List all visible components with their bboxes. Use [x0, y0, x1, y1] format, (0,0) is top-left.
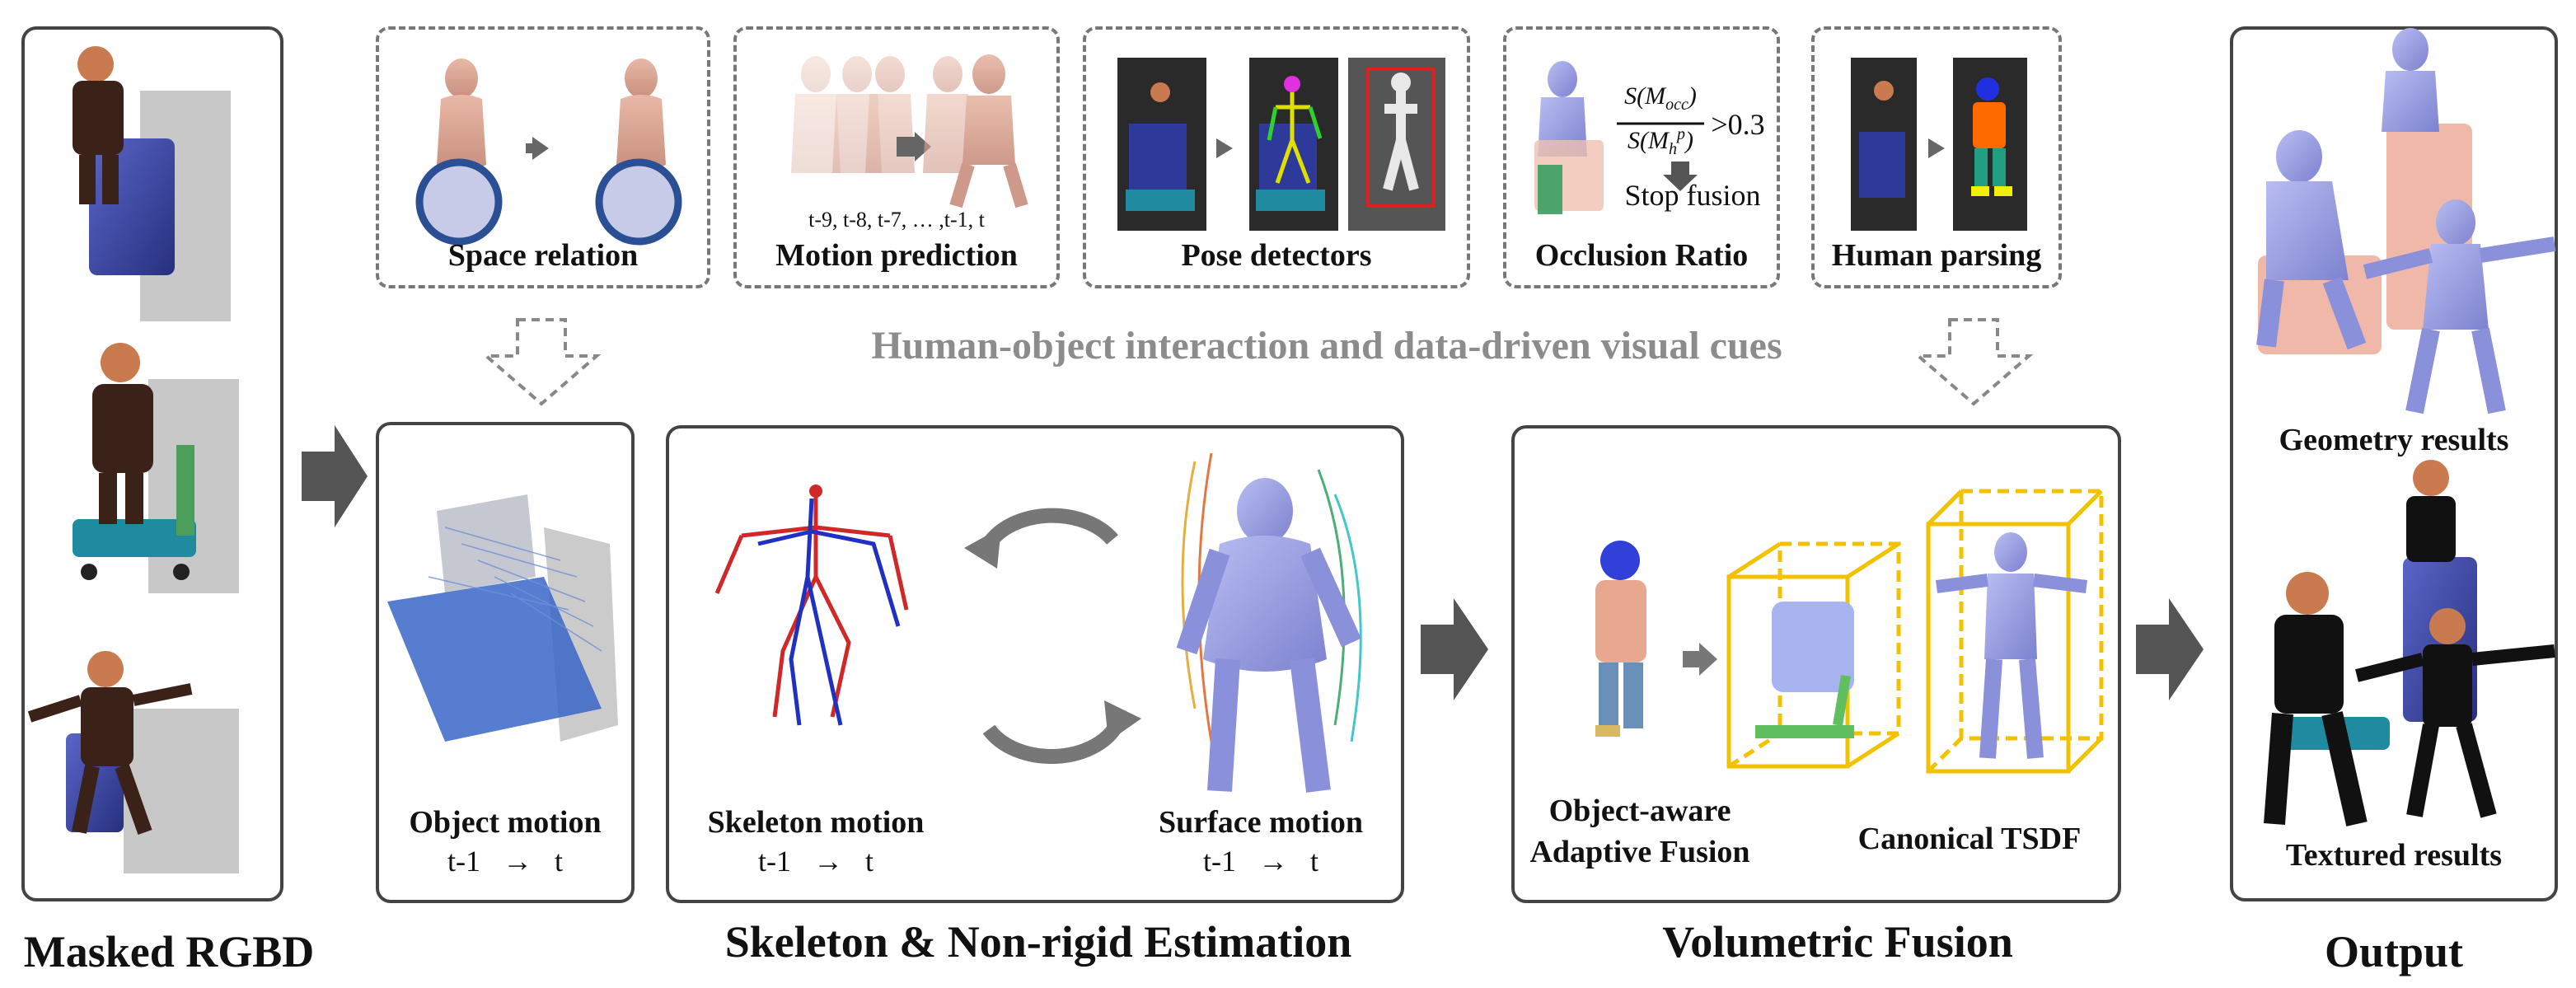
surface-motion-illustration: [1176, 452, 1362, 793]
label-geometry-results: Geometry results: [2279, 423, 2509, 457]
label-space-relation: Space relation: [447, 238, 639, 273]
space-relation-illustration: [415, 59, 682, 246]
human-parsing-illustration: [1851, 58, 2027, 231]
section-masked-rgbd: Masked RGBD: [23, 927, 315, 976]
label-object-motion: Object motion: [409, 805, 602, 840]
label-canonical-tsdf: Canonical TSDF: [1857, 822, 2082, 856]
cues-title: Human-object interaction and data-driven…: [871, 324, 1782, 368]
pose-detectors-illustration: [1117, 58, 1445, 231]
label-motion-frames: t-9, t-8, t-7, … ,t-1, t: [808, 208, 985, 232]
skeleton-motion-illustration: [714, 485, 909, 726]
tsdf-object-mesh: [1755, 602, 1854, 738]
label-motion-prediction: Motion prediction: [775, 238, 1018, 273]
label-pose-detectors: Pose detectors: [1181, 238, 1372, 273]
label-object-aware-2: Adaptive Fusion: [1529, 835, 1750, 869]
occlusion-numerator: S(Mocc): [1624, 82, 1697, 114]
occlusion-denominator: S(Mhp): [1628, 125, 1693, 158]
rgbd-capture-1: [73, 46, 231, 321]
flow-arrow-1: [302, 425, 368, 527]
adaptive-fusion-illustration: [1595, 541, 1717, 737]
cue-arrow-right: [1913, 318, 2034, 406]
occlusion-ratio-panel: [1503, 26, 1780, 288]
skeleton-motion-timestep: t-1 → t: [757, 845, 873, 878]
section-fusion: Volumetric Fusion: [1662, 917, 2013, 967]
label-surface-motion: Surface motion: [1158, 805, 1364, 840]
flow-arrow-2: [1421, 598, 1488, 700]
canonical-mesh: [1935, 532, 2087, 759]
occlusion-threshold: >0.3: [1711, 108, 1765, 141]
section-estimation: Skeleton & Non-rigid Estimation: [724, 917, 1352, 967]
rgbd-capture-3: [27, 651, 239, 873]
geometry-results-illustration: [2256, 28, 2556, 414]
section-output: Output: [2324, 927, 2464, 976]
flow-arrow-3: [2136, 598, 2204, 700]
iteration-arrows: [982, 508, 1123, 764]
occlusion-ratio-illustration: [1534, 61, 1704, 214]
object-motion-timestep: t-1 → t: [447, 845, 563, 878]
label-textured-results: Textured results: [2285, 838, 2503, 873]
object-motion-pointcloud: [387, 494, 618, 742]
cue-arrow-left: [481, 318, 602, 406]
label-occlusion-ratio: Occlusion Ratio: [1534, 238, 1749, 273]
label-object-aware-1: Object-aware: [1548, 794, 1731, 828]
rgbd-capture-2: [73, 343, 239, 593]
label-skeleton-motion: Skeleton motion: [707, 805, 925, 840]
motion-prediction-illustration: [791, 54, 1028, 208]
stop-fusion-label: Stop fusion: [1624, 179, 1761, 212]
surface-motion-timestep: t-1 → t: [1202, 845, 1318, 878]
label-human-parsing: Human parsing: [1831, 238, 2042, 273]
textured-results-illustration: [2264, 460, 2555, 826]
